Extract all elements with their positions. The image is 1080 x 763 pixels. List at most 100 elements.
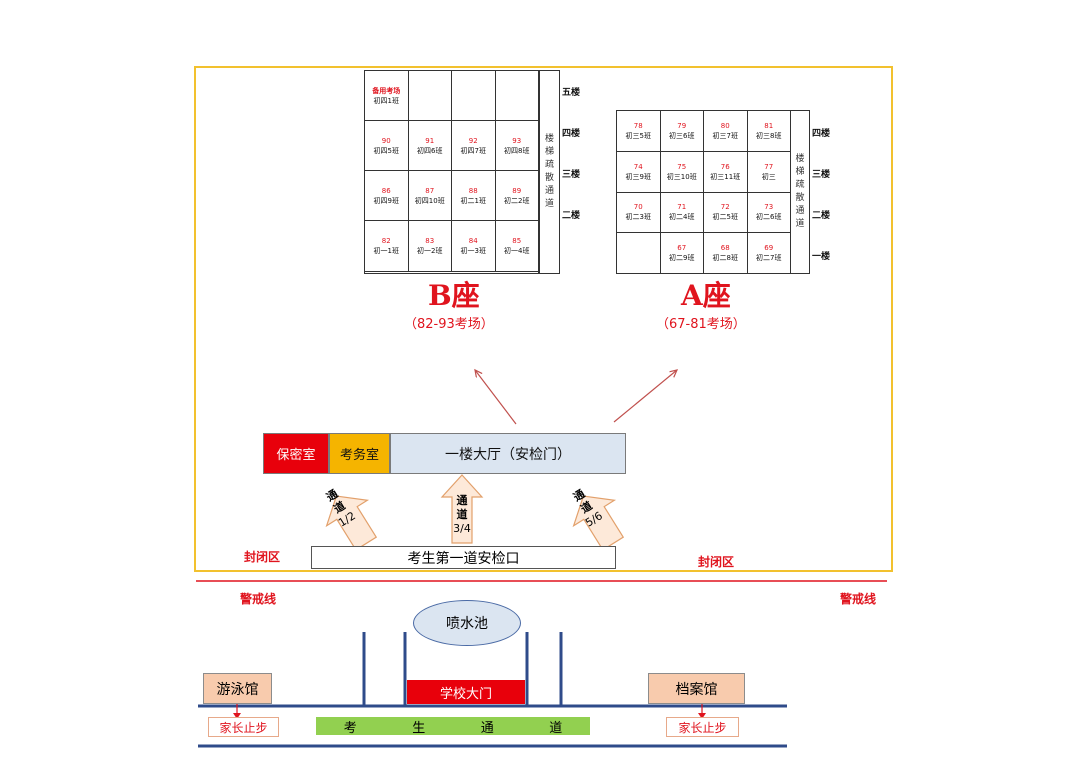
building-a-stairs-char: 散 — [795, 193, 805, 203]
building-a-room-class: 初三6班 — [669, 131, 695, 140]
building-a-room-number: 81 — [764, 121, 774, 130]
building-a-room-class: 初三 — [761, 172, 776, 181]
building-a-room-number: 74 — [633, 162, 643, 171]
passage-arrow-3-4 — [440, 474, 484, 544]
building-b-floor-2: 二楼 — [562, 211, 581, 221]
student-path: 考 生 通 道 — [316, 717, 590, 736]
building-b-room-number: 85 — [512, 236, 522, 245]
swimming-hall-label: 游泳馆 — [216, 681, 259, 698]
building-b-stairs-char: 道 — [544, 199, 554, 209]
building-a-room-number: 76 — [720, 162, 730, 171]
building-b-room-number: 82 — [381, 236, 391, 245]
building-b-room-class: 初二2班 — [504, 196, 530, 205]
student-path-char-3: 通 — [480, 720, 494, 736]
building-a-subtitle: （67-81考场） — [656, 317, 746, 332]
building-a-room-number: 77 — [764, 162, 774, 171]
building-b-room-class: 初四7班 — [460, 146, 486, 155]
swimming-hall: 游泳馆 — [203, 673, 272, 704]
parent-stop-right: 家长止步 — [666, 717, 739, 737]
building-a-room-class: 初二7班 — [756, 254, 782, 263]
building-a-room-number: 78 — [633, 121, 643, 130]
building-b-room: 备用考场初四1班 — [364, 69, 409, 122]
building-b-room-number: 90 — [381, 136, 391, 145]
building-a-room-class: 初三5班 — [625, 131, 651, 140]
building-a-stairs-char: 楼 — [795, 154, 805, 164]
building-a-floor-4: 四楼 — [812, 129, 831, 139]
student-path-char-1: 考 — [343, 720, 357, 736]
building-b-room-class: 初四8班 — [504, 146, 530, 155]
security-checkpoint: 考生第一道安检口 — [311, 546, 616, 569]
building-b-room-class: 初一2班 — [417, 246, 443, 255]
building-b-room-number: 备用考场 — [372, 86, 401, 95]
building-a-room-class: 初二9班 — [669, 254, 695, 263]
closed-zone-left: 封闭区 — [244, 550, 281, 564]
building-a-stairs-char: 梯 — [795, 167, 805, 177]
building-b-room-number: 89 — [512, 186, 522, 195]
building-a-stairs-char: 通 — [795, 206, 805, 216]
building-a-room-number: 68 — [720, 244, 730, 253]
building-b-room-number: 93 — [512, 136, 522, 145]
building-b-room-number: 88 — [468, 186, 478, 195]
building-b-room-class: 初一1班 — [373, 246, 399, 255]
building-b-room-class: 初四9班 — [373, 196, 399, 205]
building-b-stairs-char: 通 — [544, 186, 554, 196]
building-a-room-number: 70 — [633, 203, 643, 212]
building-b-room-class: 初一4班 — [504, 246, 530, 255]
building-b-stairs-char: 梯 — [544, 147, 554, 157]
building-a-floor-2: 二楼 — [812, 211, 831, 221]
building-b-ground-floor — [364, 270, 539, 275]
building-b-row-empty — [364, 270, 539, 275]
passage-arrow-1-2 — [325, 495, 378, 551]
building-b-room-number: 87 — [425, 186, 435, 195]
stop-arrowhead-right — [698, 713, 706, 719]
school-gate: 学校大门 — [407, 680, 525, 704]
building-b-room-class: 初四1班 — [373, 96, 399, 105]
building-a-floor-3: 三楼 — [812, 170, 831, 180]
building-a-room-number: 80 — [720, 121, 730, 130]
building-b-subtitle: （82-93考场） — [404, 317, 494, 332]
stop-arrowhead-left — [233, 713, 241, 719]
building-a-room-class: 初二5班 — [712, 213, 738, 222]
building-b-stairs-char: 疏 — [544, 160, 554, 170]
building-a-room-number: 79 — [677, 121, 687, 130]
building-a-room — [616, 232, 661, 274]
building-b-title: B座 — [428, 279, 480, 312]
building-b-stairs: 楼梯疏散通道 — [539, 70, 560, 274]
student-path-char-2: 生 — [412, 720, 426, 736]
building-b-floor-5: 五楼 — [562, 88, 581, 98]
arrow-to-building-a — [613, 370, 677, 423]
building-a-room-class: 初二6班 — [756, 213, 782, 222]
building-b-floor-3: 三楼 — [562, 170, 581, 180]
building-a-room-class: 初二8班 — [712, 254, 738, 263]
archive-hall: 档案馆 — [648, 673, 745, 704]
building-b-room-class: 初四10班 — [414, 196, 445, 205]
closed-zone-right: 封闭区 — [698, 555, 735, 569]
cordon-label-right: 警戒线 — [840, 592, 877, 606]
building-b-room-class: 初四5班 — [373, 146, 399, 155]
building-b-room-number: 83 — [425, 236, 435, 245]
building-a-room-class: 初三11班 — [710, 172, 741, 181]
